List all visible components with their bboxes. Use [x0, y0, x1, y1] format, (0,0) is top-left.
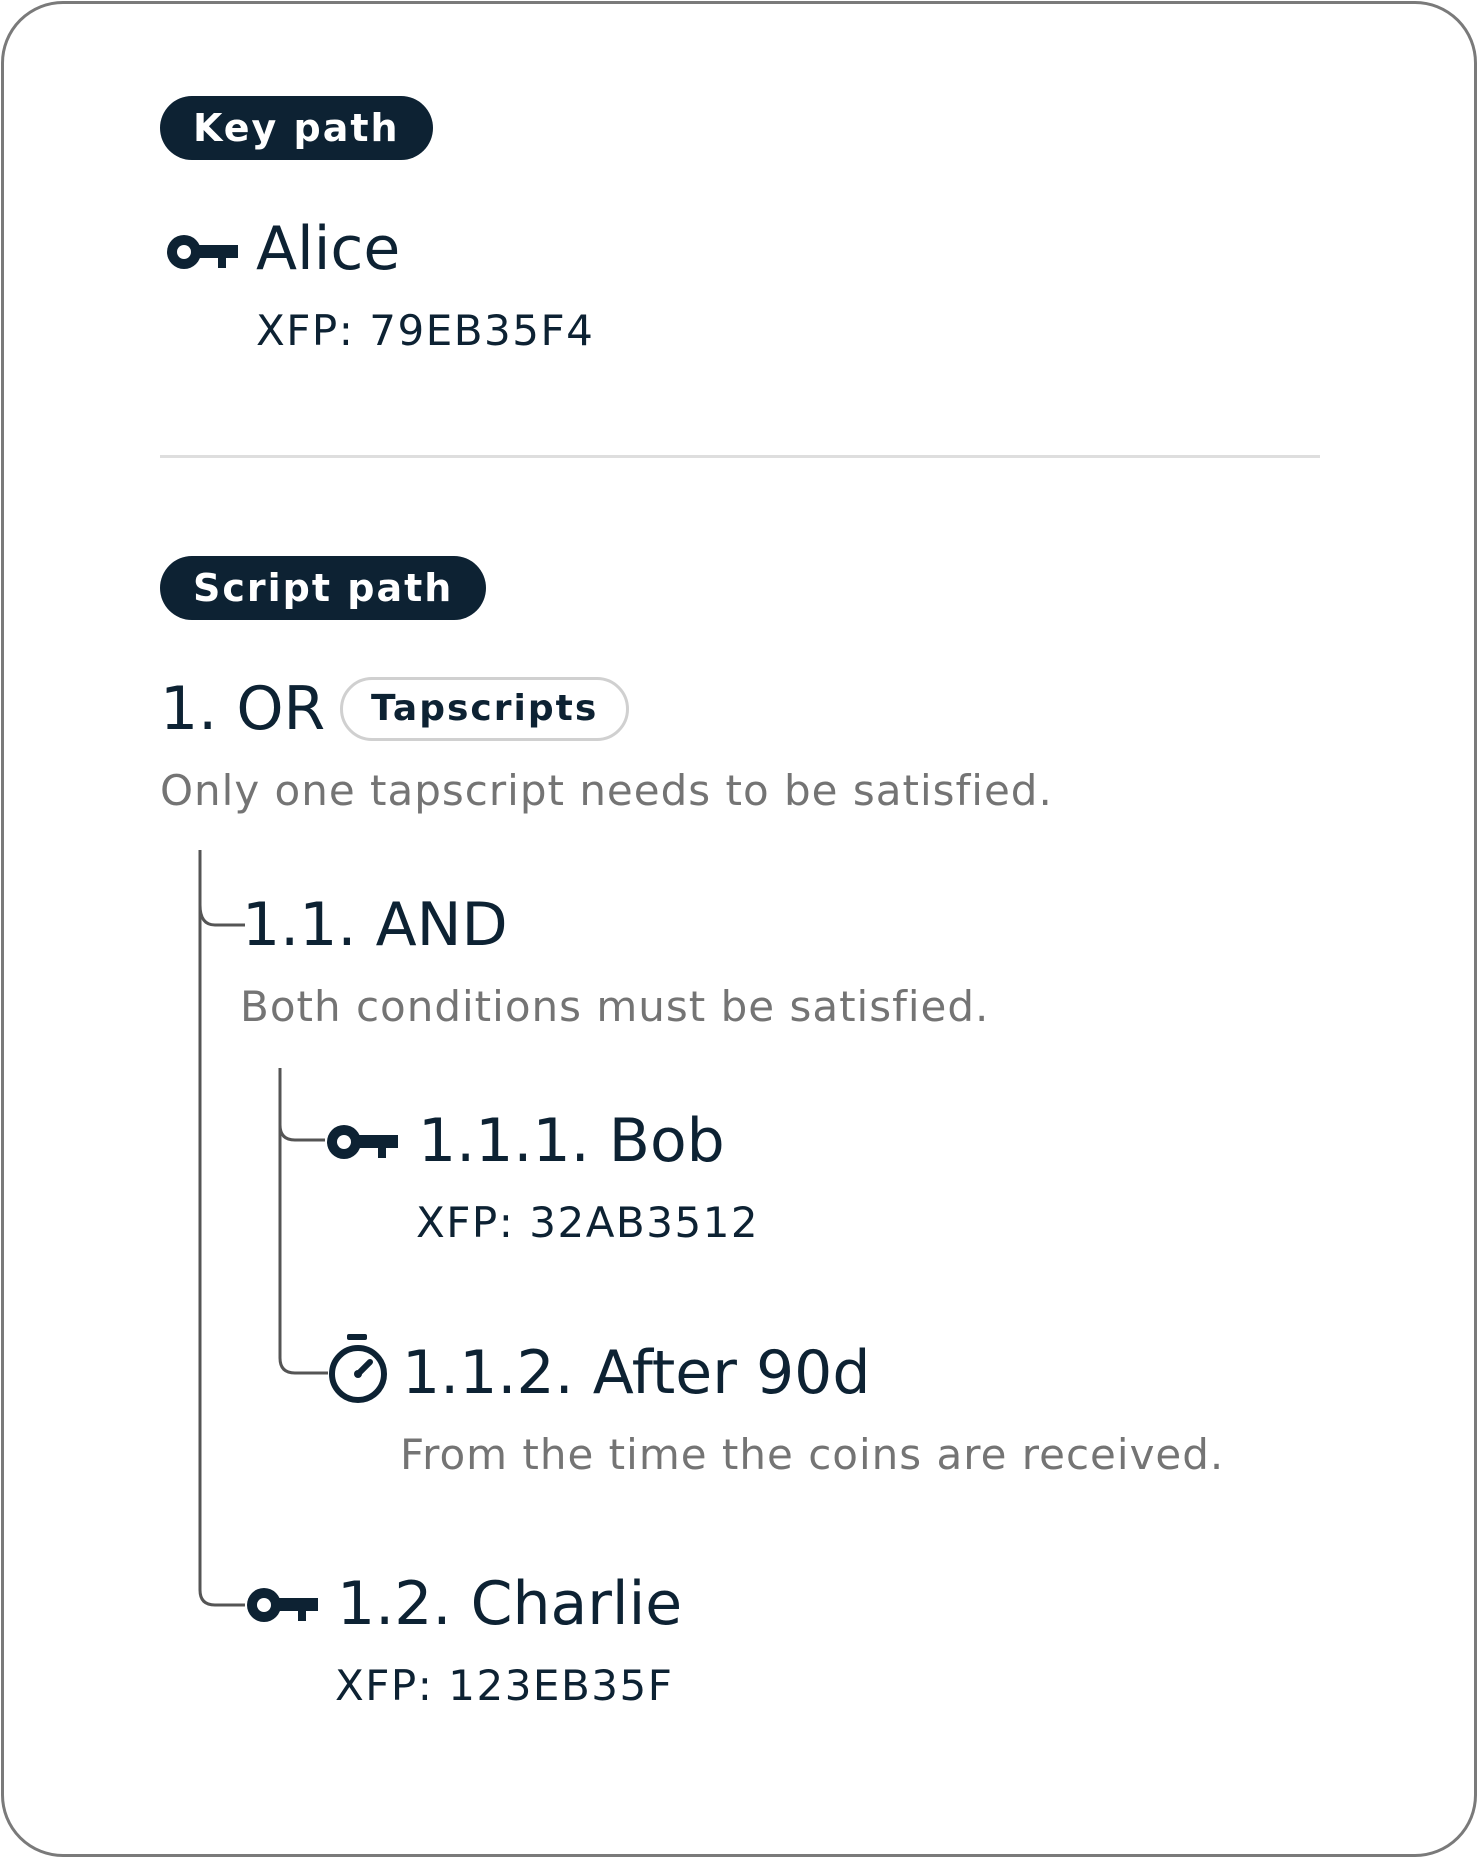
or-node-title: 1. OR: [160, 674, 326, 744]
bob-signer-title: 1.1.1. Bob: [418, 1106, 725, 1176]
key-path-signer-name: Alice: [256, 214, 401, 284]
key-path-signer-xfp: XFP: 79EB35F4: [256, 306, 595, 355]
key-icon: [163, 230, 238, 278]
timelock-title: 1.1.2. After 90d: [402, 1338, 871, 1408]
and-node-description: Both conditions must be satisfied.: [240, 982, 990, 1031]
and-node-title: 1.1. AND: [242, 890, 508, 960]
or-node-description: Only one tapscript needs to be satisfied…: [160, 766, 1053, 815]
key-icon: [323, 1120, 398, 1168]
key-path-badge: Key path: [160, 96, 433, 160]
timelock-description: From the time the coins are received.: [400, 1430, 1225, 1479]
charlie-signer-title: 1.2. Charlie: [337, 1569, 683, 1639]
stopwatch-icon: [326, 1332, 390, 1412]
script-path-badge: Script path: [160, 556, 487, 620]
section-divider: [160, 455, 1320, 458]
tapscripts-badge: Tapscripts: [340, 677, 630, 741]
bob-signer-xfp: XFP: 32AB3512: [416, 1198, 760, 1247]
charlie-signer-xfp: XFP: 123EB35F: [335, 1661, 674, 1710]
key-icon: [243, 1583, 318, 1631]
